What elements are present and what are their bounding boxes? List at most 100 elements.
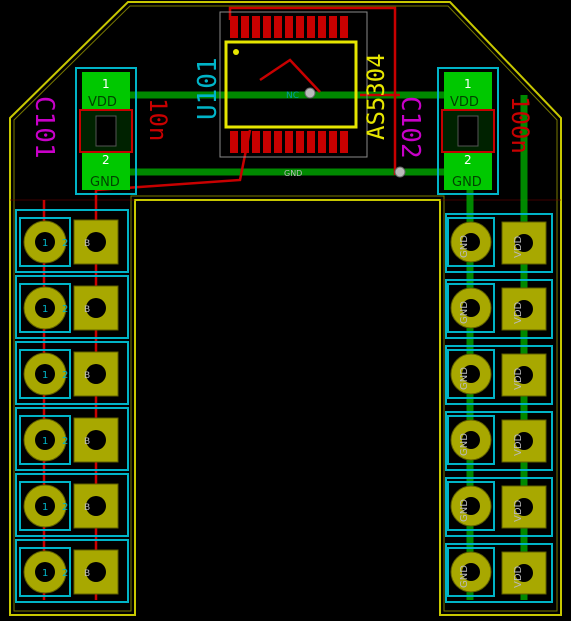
c101-outline xyxy=(75,67,137,195)
left-square-pad-net: B xyxy=(84,437,90,447)
left-square-pad-hole xyxy=(86,562,106,582)
left-square-pad-label: 2 xyxy=(62,304,68,315)
right-connector-outline xyxy=(445,411,553,471)
u101-pin1-marker xyxy=(233,49,239,55)
trace-top-loop xyxy=(228,6,397,175)
c101-value-label: 10n xyxy=(144,98,172,141)
right-connector[interactable]: GND VDD xyxy=(445,543,553,603)
right-square-pad-net: VDD xyxy=(513,367,524,390)
right-round-pad-outline xyxy=(447,283,495,333)
left-connector[interactable]: 1 2 B xyxy=(15,275,129,339)
c102-pin1-net: VDD xyxy=(450,95,479,110)
left-round-pad-hole xyxy=(35,430,55,450)
right-round-pad-hole xyxy=(462,233,480,251)
left-round-pad-hole xyxy=(35,562,55,582)
c102-ref-label: C102 xyxy=(395,96,425,159)
right-round-pad-hole xyxy=(462,365,480,383)
left-round-pad-label: 1 xyxy=(42,370,48,381)
left-round-pad-outline xyxy=(19,217,71,267)
right-round-pad-outline xyxy=(447,547,495,597)
right-connector-outline xyxy=(445,345,553,405)
right-square-pad-net: VDD xyxy=(513,301,524,324)
left-square-pad-hole xyxy=(86,232,106,252)
right-square-pad-hole xyxy=(515,564,533,582)
left-round-pad-outline xyxy=(19,349,71,399)
left-connector-outline xyxy=(15,407,129,471)
left-round-pad-outline xyxy=(19,415,71,465)
left-connector-outline xyxy=(15,539,129,603)
left-square-pad-net: B xyxy=(84,305,90,315)
left-square-pad-label: 2 xyxy=(62,436,68,447)
c102-pad2 xyxy=(444,150,492,190)
right-round-pad-hole xyxy=(462,563,480,581)
right-square-pad-net: VDD xyxy=(513,499,524,522)
board-outline-outer xyxy=(9,1,562,616)
left-round-pad-label: 1 xyxy=(42,238,48,249)
u101-pads-bottom xyxy=(230,131,348,153)
u101-value-label: AS5304 xyxy=(362,53,390,140)
left-square-pad-net: B xyxy=(84,371,90,381)
right-connector-outline xyxy=(445,543,553,603)
right-square-pad-net: VDD xyxy=(513,565,524,588)
right-connector-outline xyxy=(445,279,553,339)
via-vdd xyxy=(304,87,316,99)
left-connector[interactable]: 1 2 B xyxy=(15,407,129,471)
right-round-pad-outline xyxy=(447,217,495,267)
u101-ref-label: U101 xyxy=(193,57,223,120)
c102-footprint[interactable]: 1 VDD 2 GND xyxy=(437,67,499,195)
c101-pad2 xyxy=(82,150,130,190)
u101-footprint[interactable]: NC xyxy=(219,11,368,158)
left-round-pad-label: 1 xyxy=(42,568,48,579)
left-round-pad-outline xyxy=(19,283,71,333)
right-round-pad-outline xyxy=(447,481,495,531)
right-square-pad-net: VDD xyxy=(513,433,524,456)
right-connector-outline xyxy=(445,213,553,273)
right-square-pad-hole xyxy=(515,432,533,450)
right-round-pad-outline xyxy=(447,415,495,465)
left-connector-outline xyxy=(15,341,129,405)
left-round-pad-outline xyxy=(19,481,71,531)
u101-courtyard xyxy=(219,11,368,158)
c101-inner xyxy=(95,115,117,147)
c101-pin1-net: VDD xyxy=(88,95,117,110)
u101-pads-top xyxy=(230,16,348,38)
c102-inner xyxy=(457,115,479,147)
left-square-pad-label: 2 xyxy=(62,238,68,249)
left-round-pad-label: 1 xyxy=(42,502,48,513)
left-connector[interactable]: 1 2 B xyxy=(15,341,129,405)
left-square-pad-label: 2 xyxy=(62,568,68,579)
right-round-pad-net: GND xyxy=(459,301,470,324)
board-outline-inner xyxy=(13,5,558,612)
c101-footprint[interactable]: 1 VDD 2 GND xyxy=(75,67,137,195)
board-outline xyxy=(9,1,562,616)
right-round-pad-net: GND xyxy=(459,565,470,588)
mid-gnd-net-label: GND xyxy=(284,169,302,178)
c102-pad1 xyxy=(444,72,492,112)
right-square-pad-hole xyxy=(515,300,533,318)
c101-pin1-label: 1 xyxy=(102,77,110,91)
left-square-pad-label: 2 xyxy=(62,370,68,381)
c102-pin1-label: 1 xyxy=(464,77,472,91)
left-round-pad-label: 1 xyxy=(42,304,48,315)
left-round-pad-outline xyxy=(19,547,71,597)
right-round-pad-hole xyxy=(462,497,480,515)
right-round-pad-hole xyxy=(462,431,480,449)
right-connector[interactable]: GND VDD xyxy=(445,279,553,339)
left-round-pad-label: 1 xyxy=(42,436,48,447)
left-square-pad-label: 2 xyxy=(62,502,68,513)
c102-pin2-label: 2 xyxy=(464,153,472,167)
left-square-pad-hole xyxy=(86,298,106,318)
u101-net-label: NC xyxy=(286,91,299,101)
c101-ref-label: C101 xyxy=(29,96,59,159)
right-round-pad-hole xyxy=(462,299,480,317)
left-round-pad-hole xyxy=(35,364,55,384)
